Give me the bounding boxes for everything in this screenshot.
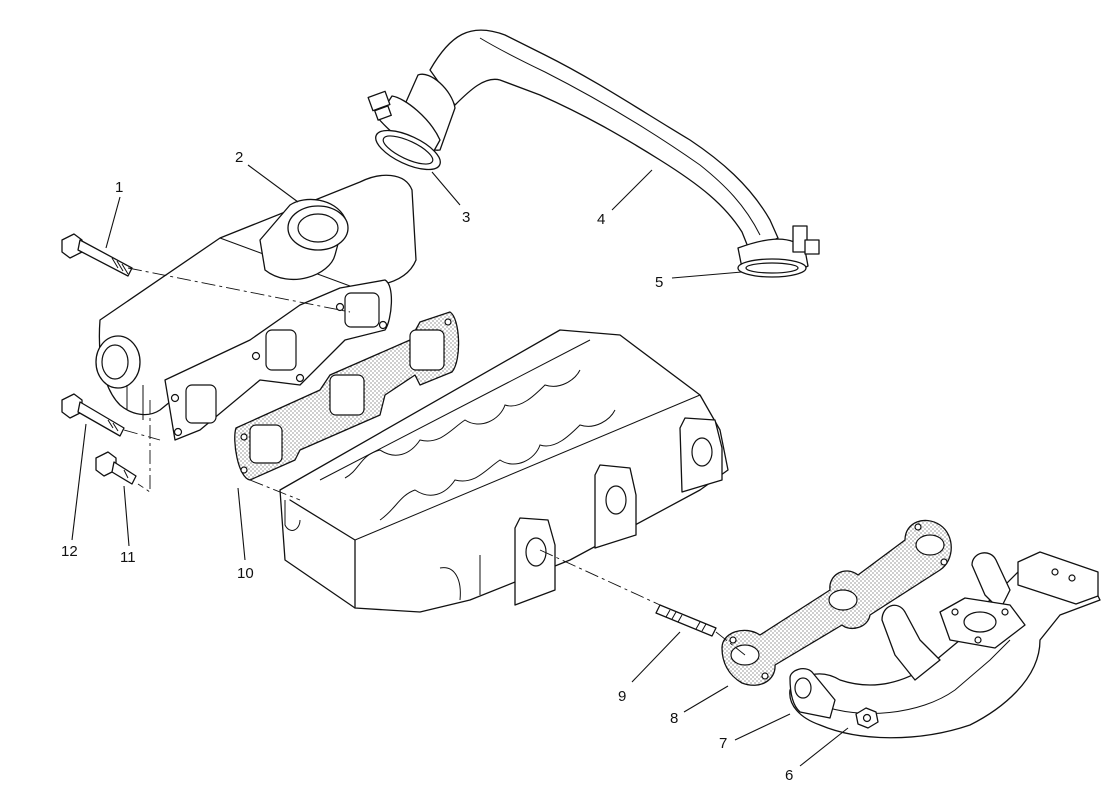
leader-12: [71, 423, 87, 541]
leader-4: [611, 169, 653, 211]
leader-8: [683, 685, 729, 713]
callout-6: 6: [785, 767, 793, 784]
leader-5: [671, 271, 743, 279]
bolt-long: [61, 233, 133, 277]
cylinder-head: [279, 329, 729, 613]
leader-7: [734, 713, 791, 741]
leader-2: [247, 164, 299, 203]
leader-3: [431, 171, 461, 206]
bolt-medium: [61, 393, 125, 437]
hose-clamp-lower: [737, 225, 820, 278]
leader-11: [123, 485, 130, 547]
coolant-hose: [397, 29, 779, 253]
callout-11: 11: [120, 549, 136, 566]
callout-3: 3: [462, 209, 470, 226]
callout-2: 2: [235, 149, 243, 166]
alignment-lines: [123, 267, 746, 656]
exhaust-manifold: [789, 551, 1101, 739]
manifold-gasket-upper: [234, 311, 460, 481]
callout-4: 4: [597, 211, 605, 228]
leader-1: [105, 196, 121, 249]
callout-10: 10: [237, 565, 254, 582]
water-outlet-manifold: [95, 174, 417, 441]
hose-clamp-upper: [367, 90, 441, 171]
callout-labels: 1 2 3 4 5 6 7 8 9 10 11 12: [61, 149, 793, 784]
leader-lines: [71, 164, 849, 767]
exhaust-manifold-gasket: [721, 519, 952, 686]
callout-12: 12: [61, 543, 78, 560]
exhaust-stud: [655, 604, 717, 637]
leader-10: [237, 487, 246, 561]
callout-7: 7: [719, 735, 727, 752]
callout-8: 8: [670, 710, 678, 727]
bolt-short: [95, 451, 137, 485]
callout-9: 9: [618, 688, 626, 705]
leader-9: [631, 631, 681, 683]
callout-5: 5: [655, 274, 663, 291]
callout-1: 1: [115, 179, 123, 196]
leader-6: [799, 727, 849, 767]
